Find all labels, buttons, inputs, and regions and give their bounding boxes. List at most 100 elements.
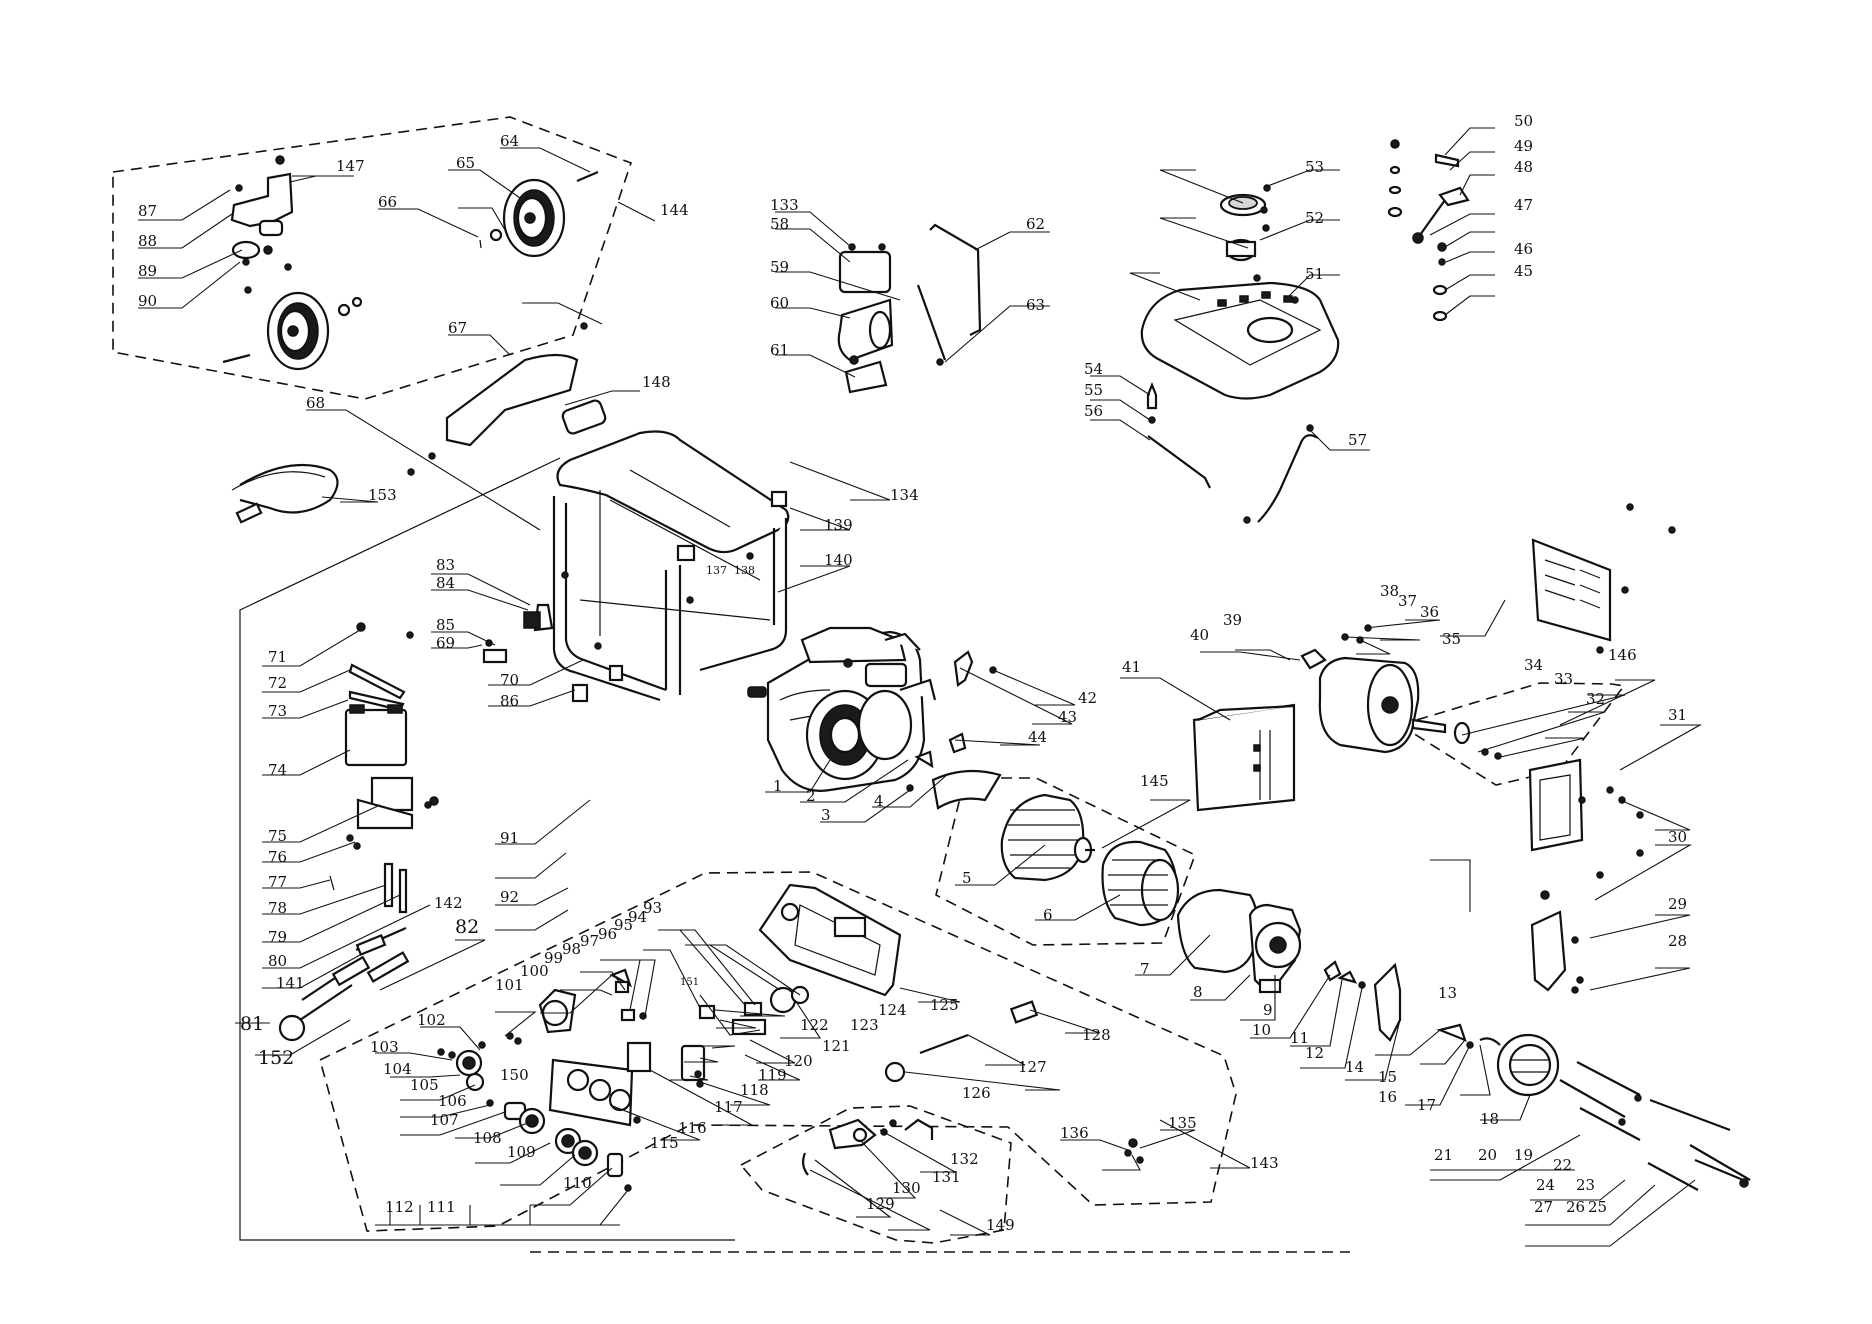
label-131: 131 <box>932 1168 961 1186</box>
label-38: 38 <box>1380 582 1399 600</box>
label-105: 105 <box>410 1076 439 1094</box>
generator-housing <box>1176 888 1560 1097</box>
wheel-kit <box>222 155 599 371</box>
label-51: 51 <box>1305 265 1324 283</box>
label-65: 65 <box>456 154 475 172</box>
label-30-r: 30 <box>1668 828 1687 846</box>
label-24: 24 <box>1536 1176 1555 1194</box>
label-31: 31 <box>1668 706 1687 724</box>
label-56: 56 <box>1084 402 1103 420</box>
label-74: 74 <box>268 761 287 779</box>
label-153: 153 <box>368 486 397 504</box>
label-2: 2 <box>806 787 816 805</box>
muffler-assembly <box>1192 624 1502 812</box>
label-91: 91 <box>500 829 519 847</box>
label-127: 127 <box>1018 1058 1047 1076</box>
label-73: 73 <box>268 702 287 720</box>
handle-bracket <box>230 155 294 294</box>
label-26: 26 <box>1566 1198 1585 1216</box>
label-122: 122 <box>800 1016 829 1034</box>
label-83: 83 <box>436 556 455 574</box>
label-138: 138 <box>734 564 755 577</box>
label-109-a: 109 <box>507 1143 536 1161</box>
label-119: 119 <box>758 1066 787 1084</box>
label-7: 7 <box>1140 960 1150 978</box>
label-27: 27 <box>1534 1198 1553 1216</box>
cables-left <box>278 926 410 1042</box>
label-25: 25 <box>1588 1198 1607 1216</box>
bolts-rods <box>1559 1061 1751 1191</box>
label-152: 152 <box>258 1047 294 1069</box>
label-103: 103 <box>370 1038 399 1056</box>
label-142: 142 <box>434 894 463 912</box>
label-49: 49 <box>1514 137 1533 155</box>
label-148: 148 <box>642 373 671 391</box>
part-labels: 1 2 3 4 5 6 7 8 9 10 11 12 13 14 15 16 1… <box>138 112 1687 1234</box>
label-8: 8 <box>1193 983 1203 1001</box>
label-141: 141 <box>276 974 305 992</box>
battery-group <box>329 622 439 914</box>
label-63: 63 <box>1026 296 1045 314</box>
label-140: 140 <box>824 551 853 569</box>
label-106: 106 <box>438 1092 467 1110</box>
engine <box>747 626 937 792</box>
label-77: 77 <box>268 873 287 891</box>
label-48: 48 <box>1514 158 1533 176</box>
label-78-l: 78 <box>268 899 287 917</box>
label-1: 1 <box>773 777 783 795</box>
label-75: 75 <box>268 827 287 845</box>
label-76: 76 <box>268 848 287 866</box>
label-111: 111 <box>427 1198 456 1216</box>
label-146: 146 <box>1608 646 1637 664</box>
label-133: 133 <box>770 196 799 214</box>
label-68: 68 <box>306 394 325 412</box>
label-28: 28 <box>1668 932 1687 950</box>
choke-parts <box>1387 139 1470 322</box>
label-117: 117 <box>714 1098 743 1116</box>
label-41: 41 <box>1122 658 1141 676</box>
label-17: 17 <box>1417 1096 1436 1114</box>
label-130: 130 <box>892 1179 921 1197</box>
outlet-module <box>801 1118 934 1176</box>
label-19: 19 <box>1514 1146 1533 1164</box>
label-139: 139 <box>824 516 853 534</box>
label-61: 61 <box>770 341 789 359</box>
label-15: 15 <box>1378 1068 1397 1086</box>
label-43: 43 <box>1058 708 1077 726</box>
label-36: 36 <box>1420 603 1439 621</box>
label-108: 108 <box>473 1129 502 1147</box>
label-44: 44 <box>1028 728 1047 746</box>
label-145: 145 <box>1140 772 1169 790</box>
label-69: 69 <box>436 634 455 652</box>
label-39: 39 <box>1223 611 1242 629</box>
wheel-bottom <box>266 291 330 371</box>
label-59: 59 <box>770 258 789 276</box>
label-151: 151 <box>680 977 699 988</box>
rotor-stator-outline <box>935 777 1196 946</box>
engine-small-parts <box>906 650 1002 810</box>
label-42: 42 <box>1078 689 1097 707</box>
control-panel <box>538 883 902 1127</box>
label-93: 93 <box>643 899 662 917</box>
label-96: 96 <box>598 925 617 943</box>
label-58: 58 <box>770 215 789 233</box>
label-40: 40 <box>1190 626 1209 644</box>
label-46: 46 <box>1514 240 1533 258</box>
label-81: 81 <box>240 1013 264 1035</box>
wheel-top <box>502 178 566 258</box>
label-23: 23 <box>1576 1176 1595 1194</box>
label-135: 135 <box>1168 1114 1197 1132</box>
label-84: 84 <box>436 574 455 592</box>
label-150: 150 <box>500 1066 529 1084</box>
end-covers <box>1528 503 1676 994</box>
label-104: 104 <box>383 1060 412 1078</box>
label-57: 57 <box>1348 431 1367 449</box>
label-20-r: 20 <box>1478 1146 1497 1164</box>
label-4: 4 <box>874 792 884 810</box>
label-71: 71 <box>268 648 287 666</box>
label-120: 120 <box>784 1052 813 1070</box>
end-cover-kit-outline <box>1398 682 1626 786</box>
label-136: 136 <box>1060 1124 1089 1142</box>
label-33: 33 <box>1554 670 1573 688</box>
